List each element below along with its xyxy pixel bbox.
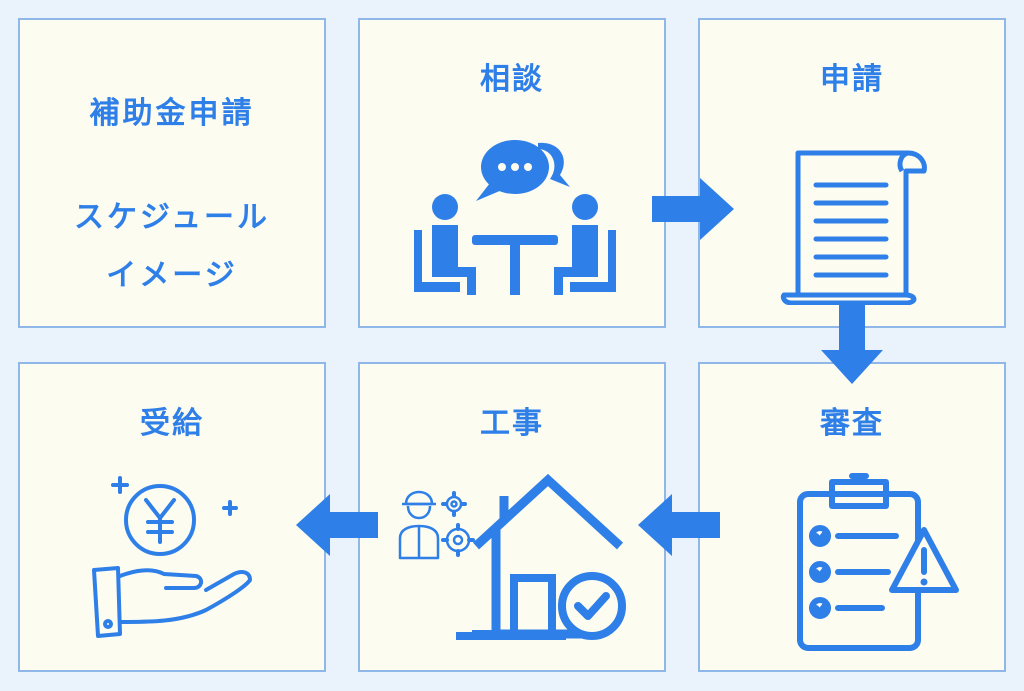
step-box-application: 申請 xyxy=(698,18,1006,328)
step-box-construction: 工事 xyxy=(358,362,666,672)
cover-line-1: スケジュール xyxy=(74,200,270,235)
clipboard-check-icon xyxy=(797,473,959,651)
cover-line-2: イメージ xyxy=(106,258,238,293)
cover-title: 補助金申請 xyxy=(89,96,255,131)
step-box-payment: 受給 xyxy=(18,362,326,672)
arrow-right-icon xyxy=(652,178,734,240)
arrow-left-icon-left xyxy=(296,494,378,556)
step-title-payment: 受給 xyxy=(140,406,204,441)
meeting-icon xyxy=(414,140,616,295)
document-scroll-icon xyxy=(780,150,927,305)
step-title-construction: 工事 xyxy=(480,406,544,441)
step-box-consultation: 相談 xyxy=(358,18,666,328)
step-box-review: 審査 xyxy=(698,362,1006,672)
step-title-consultation: 相談 xyxy=(480,62,544,97)
arrow-down-icon xyxy=(821,304,883,384)
house-construction-icon xyxy=(398,474,626,640)
arrow-left-icon-right xyxy=(638,494,720,556)
yen-hand-icon xyxy=(92,476,252,638)
step-title-application: 申請 xyxy=(820,62,884,97)
cover-box: 補助金申請 スケジュール イメージ xyxy=(18,18,326,328)
step-title-review: 審査 xyxy=(820,406,884,441)
